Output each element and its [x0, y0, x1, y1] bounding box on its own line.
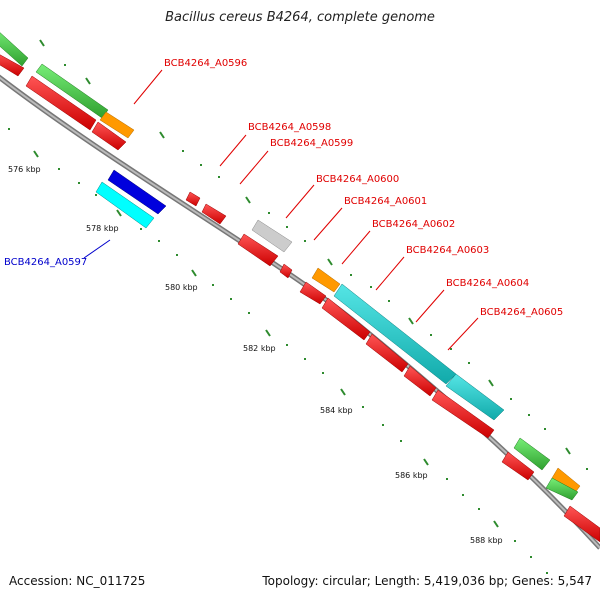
gene-label-a0596: BCB4264_A0596: [164, 58, 247, 69]
tick-label-576: 576 kbp: [8, 165, 41, 174]
map-title: Bacillus cereus B4264, complete genome: [165, 10, 435, 25]
scale-ticks: [33, 39, 571, 528]
tick-label-584: 584 kbp: [320, 406, 353, 415]
gene-feature-green: [513, 437, 551, 471]
gene-feature-orange: [311, 267, 341, 293]
gene-feature-green: [545, 477, 579, 501]
gene-feature-orange: [99, 111, 135, 139]
gene-feature-red: [431, 389, 495, 439]
gene-label-a0605: BCB4264_A0605: [480, 307, 563, 318]
gene-feature-green: [0, 32, 29, 67]
gene-label-a0603: BCB4264_A0603: [406, 245, 489, 256]
gene-feature-red: [299, 281, 327, 305]
scale-minor-ticks: [8, 64, 588, 574]
genome-summary: Topology: circular; Length: 5,419,036 bp…: [262, 574, 592, 588]
gene-feature-red: [321, 297, 371, 341]
gene-labels: BCB4264_A0596 BCB4264_A0597 BCB4264_A059…: [4, 58, 563, 318]
tick-label-582: 582 kbp: [243, 344, 276, 353]
gene-feature-gray: [251, 219, 293, 253]
gene-feature-red: [201, 203, 227, 225]
gene-feature-red: [563, 505, 600, 543]
gene-feature-red: [279, 263, 293, 279]
label-connectors: [83, 69, 479, 351]
gene-feature-red: [185, 191, 201, 207]
gene-feature-red: [91, 121, 127, 151]
gene-label-a0602: BCB4264_A0602: [372, 219, 455, 230]
gene-feature-red: [25, 75, 97, 131]
gene-feature-blue: [107, 169, 167, 215]
tick-label-578: 578 kbp: [86, 224, 119, 233]
tick-label-586: 586 kbp: [395, 471, 428, 480]
gene-feature-red: [237, 233, 279, 267]
gene-feature-red: [0, 54, 25, 77]
gene-feature-cyan: [333, 283, 457, 385]
tick-label-580: 580 kbp: [165, 283, 198, 292]
accession-label: Accession: NC_011725: [9, 574, 146, 588]
gene-features: [0, 32, 600, 543]
gene-feature-red: [403, 365, 437, 397]
gene-label-a0601: BCB4264_A0601: [344, 196, 427, 207]
gene-label-a0604: BCB4264_A0604: [446, 278, 529, 289]
gene-label-a0598: BCB4264_A0598: [248, 122, 331, 133]
gene-feature-cyan: [445, 373, 505, 421]
gene-label-a0597: BCB4264_A0597: [4, 257, 87, 268]
gene-feature-red: [365, 333, 409, 373]
gene-label-a0599: BCB4264_A0599: [270, 138, 353, 149]
tick-label-588: 588 kbp: [470, 536, 503, 545]
gene-feature-lightcyan: [95, 181, 155, 229]
gene-label-a0600: BCB4264_A0600: [316, 174, 399, 185]
gene-feature-red: [501, 451, 535, 481]
tick-labels: 576 kbp 578 kbp 580 kbp 582 kbp 584 kbp …: [8, 165, 503, 545]
